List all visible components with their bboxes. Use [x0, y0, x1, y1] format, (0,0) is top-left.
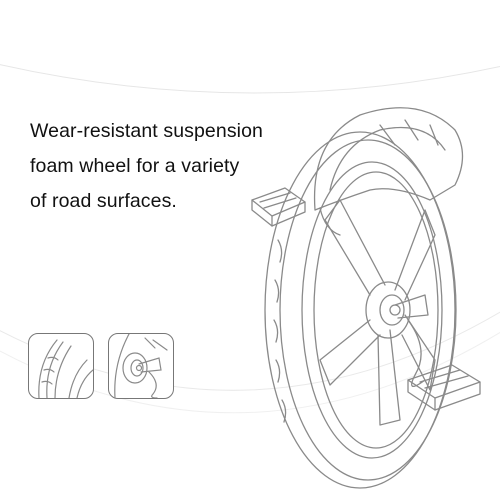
- product-caption: Wear-resistant suspension foam wheel for…: [30, 114, 290, 219]
- tire-detail-sketch: [38, 339, 93, 398]
- hub-detail-thumbnail: [108, 333, 174, 399]
- hub-detail-sketch: [114, 334, 168, 398]
- caption-line-2: foam wheel for a variety: [30, 155, 240, 177]
- caption-line-3: of road surfaces.: [30, 190, 177, 212]
- caption-line-1: Wear-resistant suspension: [30, 120, 263, 142]
- unicycle-wheel-sketch: [251, 107, 481, 489]
- tire-detail-thumbnail: [28, 333, 94, 399]
